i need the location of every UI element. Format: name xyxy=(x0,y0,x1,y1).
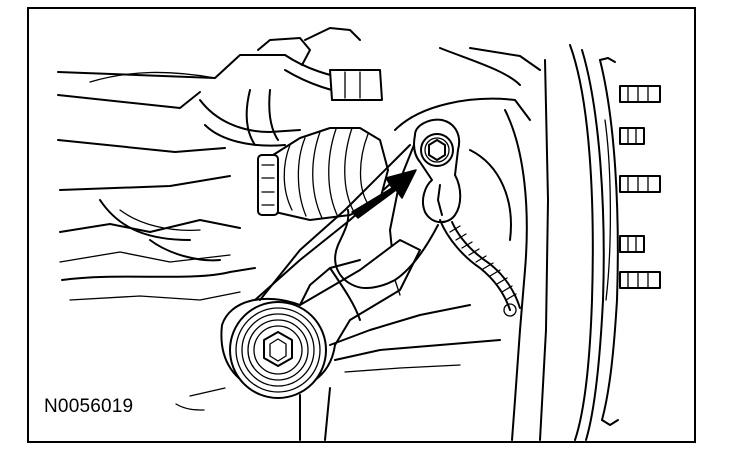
wheel-hub xyxy=(569,44,661,441)
figure-frame xyxy=(27,7,696,443)
wheel-stud-4 xyxy=(619,235,645,253)
steering-knuckle xyxy=(389,47,549,441)
body-structure xyxy=(57,54,401,301)
wheel-stud-3 xyxy=(619,175,661,193)
wheel-stud-5 xyxy=(619,271,661,289)
wheel-stud-2 xyxy=(619,127,645,145)
id-leader-line-2 xyxy=(189,387,226,397)
pointer-arrow xyxy=(351,169,417,219)
sensor-harness xyxy=(334,209,521,317)
figure-id-label: N0056019 xyxy=(44,396,134,417)
control-arm-bushing xyxy=(229,301,327,399)
cv-boot xyxy=(257,127,389,221)
wheel-speed-sensor xyxy=(413,118,462,224)
id-leader-line xyxy=(175,403,205,411)
wheel-stud-1 xyxy=(619,85,661,103)
hose-assembly xyxy=(199,27,383,147)
